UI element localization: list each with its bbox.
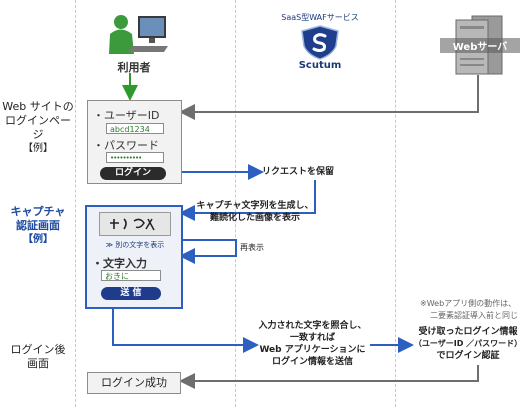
section-login-line1: Web サイトの bbox=[2, 100, 74, 113]
app-note-line2: 二要素認証導入前と同じ bbox=[430, 311, 518, 320]
waf-caption: SaaS型WAFサービス bbox=[281, 13, 359, 22]
waf-to-captcha-arrow bbox=[179, 180, 316, 221]
app-note-line1: ※Webアプリ側の動作は、 bbox=[420, 299, 517, 308]
password-label: ・パスワード bbox=[93, 139, 159, 152]
server-to-login-arrow bbox=[179, 75, 479, 120]
user-at-computer-icon bbox=[109, 15, 168, 54]
section-login-line2: ログインページ bbox=[5, 114, 71, 141]
step-save-request: リクエストを保留 bbox=[262, 167, 335, 177]
step-verify-line2: 一致すれば bbox=[289, 333, 335, 343]
user-id-field[interactable]: abcd1234 bbox=[106, 123, 164, 134]
step-receive-line2: （ユーザーID ／パスワード） bbox=[413, 339, 523, 348]
section-captcha-line1: キャプチャ bbox=[10, 205, 66, 218]
step-receive-line3: でログイン認証 bbox=[436, 351, 500, 361]
password-field[interactable]: •••••••••• bbox=[106, 152, 164, 163]
step-verify-line1: 入力された文字を照合し、 bbox=[258, 321, 367, 331]
app-note: ※Webアプリ側の動作は、 二要素認証導入前と同じ bbox=[420, 298, 530, 322]
captcha-glyph-icon bbox=[110, 218, 155, 231]
waf-name: Scutum bbox=[298, 60, 342, 71]
step-receive-line1: 受け取ったログイン情報 bbox=[418, 327, 518, 337]
step-verify: 入力された文字を照合し、 一致すれば Web アプリケーションに ログイン情報を… bbox=[255, 320, 370, 368]
waf-shield bbox=[299, 24, 341, 60]
step-redisplay: 再表示 bbox=[240, 243, 264, 252]
server-label: Webサーバ bbox=[440, 38, 520, 53]
section-login-page: Web サイトの ログインページ 【例】 bbox=[2, 100, 74, 156]
lane-divider-2 bbox=[235, 0, 236, 407]
section-after-login: ログイン後 画面 bbox=[2, 343, 74, 371]
section-login-line3: 【例】 bbox=[23, 143, 53, 154]
redisplay-arrow bbox=[178, 239, 237, 264]
user-id-label: ・ユーザーID bbox=[93, 109, 160, 122]
submit-to-verify-arrow bbox=[112, 305, 259, 353]
captcha-submit-button[interactable]: 送 信 bbox=[101, 287, 161, 300]
section-after-line1: ログイン後 bbox=[10, 343, 66, 356]
lane-divider-1 bbox=[75, 0, 76, 407]
show-other-link[interactable]: ≫ 別の文字を表示 bbox=[105, 241, 165, 249]
lane-divider-3 bbox=[395, 0, 396, 407]
login-success-box: ログイン成功 bbox=[87, 372, 181, 394]
captcha-input-label: ・文字入力 bbox=[92, 257, 147, 270]
step-verify-line4: ログイン情報を送信 bbox=[271, 357, 353, 367]
server-to-success-arrow bbox=[179, 365, 479, 389]
captcha-image bbox=[99, 212, 171, 236]
captcha-form: ≫ 別の文字を表示 ・文字入力 おきに 送 信 bbox=[85, 205, 183, 309]
section-captcha-line3: 【例】 bbox=[23, 234, 53, 245]
user-label: 利用者 bbox=[117, 61, 151, 74]
step-generate: キャプチャ文字列を生成し、 難読化した画像を表示 bbox=[190, 200, 320, 224]
step-generate-line1: キャプチャ文字列を生成し、 bbox=[196, 201, 314, 211]
login-form: ・ユーザーID abcd1234 ・パスワード •••••••••• ログイン bbox=[87, 100, 182, 184]
shield-icon bbox=[301, 25, 339, 60]
section-after-line2: 画面 bbox=[27, 357, 49, 370]
login-button[interactable]: ログイン bbox=[100, 167, 166, 180]
user-illustration bbox=[102, 10, 172, 58]
step-generate-line2: 難読化した画像を表示 bbox=[209, 213, 300, 223]
step-verify-line3: Web アプリケーションに bbox=[259, 345, 366, 355]
step-receive: 受け取ったログイン情報 （ユーザーID ／パスワード） でログイン認証 bbox=[412, 326, 524, 362]
section-captcha-line2: 認証画面 bbox=[16, 219, 60, 232]
section-captcha: キャプチャ 認証画面 【例】 bbox=[2, 205, 74, 247]
captcha-input-field[interactable]: おきに bbox=[101, 270, 161, 281]
